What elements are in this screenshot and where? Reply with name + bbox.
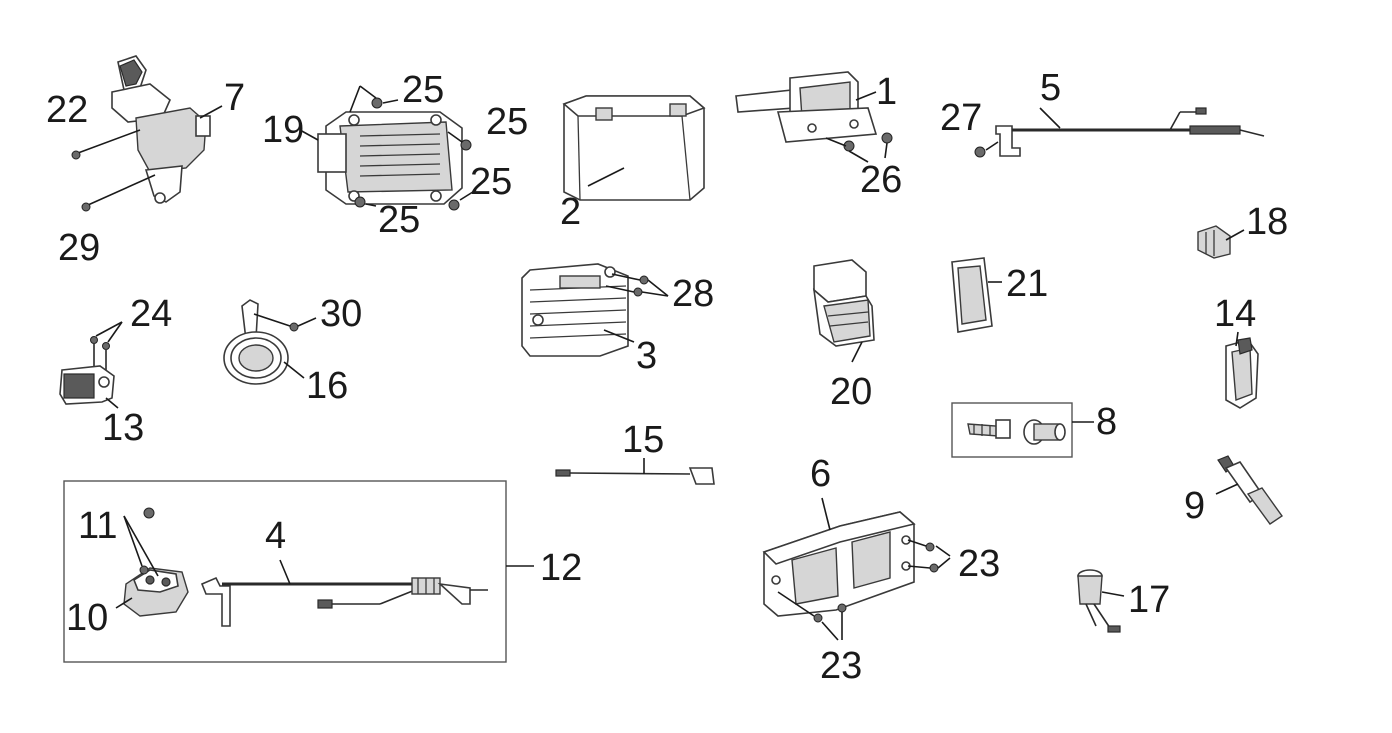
regulator-part-3 — [521, 263, 629, 357]
callout-25-right-lower: 25 — [470, 161, 512, 203]
wire-lead-part-5 — [995, 107, 1265, 157]
callout-7: 7 — [224, 77, 245, 119]
socket-kit-part-8 — [951, 402, 1073, 458]
callout-29: 29 — [58, 227, 100, 269]
callout-25-right-upper: 25 — [486, 101, 528, 143]
cable-part-4 — [200, 576, 488, 627]
callout-6: 6 — [810, 453, 831, 495]
starter-relay-part-10 — [123, 567, 189, 617]
callout-10: 10 — [66, 597, 108, 639]
battery-part-2 — [562, 95, 706, 201]
callout-labels: 1 2 3 4 5 6 7 8 9 10 11 12 13 14 15 16 1… — [46, 67, 1288, 687]
callout-15: 15 — [622, 419, 664, 461]
callout-30: 30 — [320, 293, 362, 335]
callout-25-bottom: 25 — [378, 199, 420, 241]
callout-2: 2 — [560, 191, 581, 233]
battery-cover-part-6 — [762, 511, 916, 617]
socket-part-17 — [1077, 569, 1121, 633]
callout-24: 24 — [130, 293, 172, 335]
callout-21: 21 — [1006, 263, 1048, 305]
connector-part-18 — [1197, 225, 1231, 259]
callout-5: 5 — [1040, 67, 1061, 109]
callout-12: 12 — [540, 547, 582, 589]
fuse-part-21 — [951, 257, 993, 333]
callout-23-right: 23 — [958, 543, 1000, 585]
switch-part-9 — [1217, 455, 1283, 525]
callout-20: 20 — [830, 371, 872, 413]
callout-14: 14 — [1214, 293, 1256, 335]
ignition-switch-part-7 — [111, 55, 211, 204]
callout-16: 16 — [306, 365, 348, 407]
ignition-coil-part-1 — [735, 71, 878, 143]
sensor-wire-part-15 — [555, 467, 715, 485]
callout-3: 3 — [636, 335, 657, 377]
callout-28: 28 — [672, 273, 714, 315]
callout-8: 8 — [1096, 401, 1117, 443]
callout-9: 9 — [1184, 485, 1205, 527]
callout-27: 27 — [940, 97, 982, 139]
callout-26: 26 — [860, 159, 902, 201]
callout-13: 13 — [102, 407, 144, 449]
callout-11: 11 — [78, 505, 117, 547]
assembly-box-part-12 — [63, 480, 507, 663]
callout-25-top: 25 — [402, 69, 444, 111]
horn-part-16 — [223, 299, 289, 385]
ecu-part-19 — [317, 111, 463, 205]
callout-19: 19 — [262, 109, 304, 151]
switch-part-13 — [59, 365, 115, 405]
callout-4: 4 — [265, 515, 286, 557]
callout-22: 22 — [46, 89, 88, 131]
callout-1: 1 — [876, 71, 897, 113]
callout-18: 18 — [1246, 201, 1288, 243]
relay-part-20 — [812, 259, 875, 347]
sensor-part-14 — [1225, 337, 1259, 409]
callout-23-bottom: 23 — [820, 645, 862, 687]
callout-17: 17 — [1128, 579, 1170, 621]
